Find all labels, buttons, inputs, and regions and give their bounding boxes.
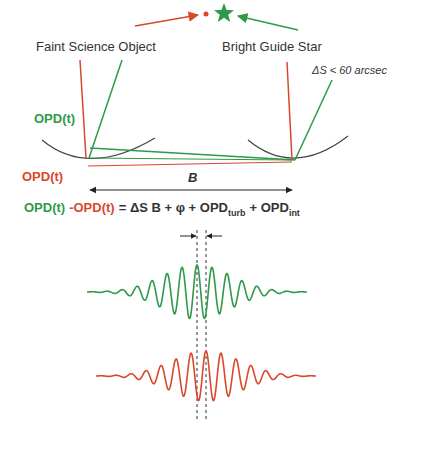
red-delay-path (88, 162, 292, 166)
separation-label: ΔS < 60 arcsec (312, 64, 387, 76)
red-beam-right (287, 62, 292, 160)
guide-star (214, 3, 234, 22)
source-label: Faint Science Object (36, 40, 156, 54)
equation-term: -OPD(t) (69, 200, 115, 215)
opd-label: OPD(t) (22, 170, 63, 184)
green-delay-path (90, 148, 295, 160)
fringe-packet (96, 351, 316, 401)
offset-arrow (180, 236, 196, 237)
equation-term: = ΔS B + φ + OPD (119, 200, 228, 215)
red-fringe-center (206, 230, 207, 420)
science-object-dot (204, 12, 209, 17)
equation-subscript: int (289, 208, 300, 218)
baseline-arrow (90, 189, 292, 190)
guide-arrow (238, 16, 298, 30)
opd-label: OPD(t) (34, 112, 75, 126)
source-label: Bright Guide Star (222, 40, 322, 54)
science-arrow (135, 15, 198, 26)
equation: OPD(t) -OPD(t) = ΔS B + φ + OPDturb + OPDin… (24, 200, 300, 218)
green-delay-path (89, 158, 292, 160)
green-beam-right (295, 80, 332, 160)
equation-term: OPD(t) (24, 200, 65, 215)
baseline-label: B (186, 171, 199, 185)
fringe-packet (87, 265, 307, 319)
offset-arrow (207, 236, 222, 237)
red-beam-left (80, 60, 86, 158)
green-beam-left (89, 60, 122, 158)
equation-term: + OPD (250, 200, 289, 215)
equation-subscript: turb (228, 208, 246, 218)
